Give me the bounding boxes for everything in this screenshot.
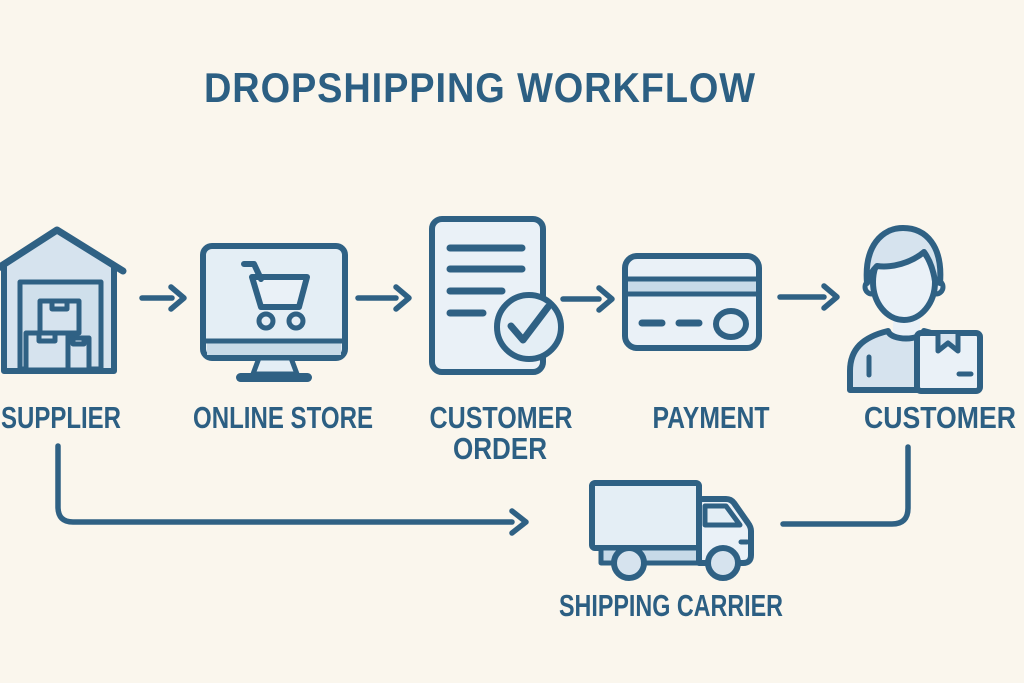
credit-card-icon xyxy=(622,253,762,351)
payment-label: PAYMENT xyxy=(653,400,770,435)
document-checkmark-icon xyxy=(429,216,564,375)
delivery-truck-icon xyxy=(589,480,754,581)
shipping-carrier-node: SHIPPING CARRIER xyxy=(559,480,783,623)
supplier-node: SUPPLIER xyxy=(0,226,127,435)
box-tape xyxy=(70,335,87,347)
box-tape xyxy=(49,298,70,312)
payment-node: PAYMENT xyxy=(622,253,770,435)
monitor-stand xyxy=(250,355,300,377)
arrow-supplier-to-store xyxy=(139,284,187,312)
monitor-base xyxy=(236,373,312,382)
supplier-label: SUPPLIER xyxy=(1,400,121,435)
package-tape-flap xyxy=(935,331,961,354)
truck-wheel-front xyxy=(705,545,741,581)
warehouse-box-top xyxy=(37,298,82,336)
truck-cargo-box xyxy=(589,480,702,551)
arrow-payment-to-customer xyxy=(777,283,840,311)
cart-wheel xyxy=(256,311,276,331)
person-hair xyxy=(863,225,944,286)
page-title: DROPSHIPPING WORKFLOW xyxy=(204,64,756,111)
customer-order-label-line2: ORDER xyxy=(453,431,547,466)
credit-card-stripe-lines xyxy=(622,276,762,297)
connector-supplier-to-carrier xyxy=(55,443,529,536)
box-tape xyxy=(36,330,58,344)
customer-order-node: CUSTOMER ORDER xyxy=(429,216,573,466)
cart-basket xyxy=(249,274,310,310)
online-store-label: ONLINE STORE xyxy=(193,400,373,435)
arrow-order-to-payment xyxy=(560,285,615,313)
customer-label: CUSTOMER xyxy=(864,400,1016,435)
checkmark xyxy=(507,303,552,344)
truck-wheel-rear xyxy=(611,545,647,581)
monitor-bottom-bar xyxy=(207,342,341,355)
cart-wheel xyxy=(286,311,306,331)
warehouse-icon xyxy=(0,226,127,374)
truck-windshield xyxy=(702,503,743,528)
person-with-package-icon xyxy=(847,225,983,394)
shipping-carrier-label: SHIPPING CARRIER xyxy=(559,588,783,623)
customer-node: CUSTOMER xyxy=(847,225,1016,435)
cart-handle xyxy=(241,261,264,282)
credit-card-stripe xyxy=(628,279,756,294)
warehouse-roof xyxy=(0,226,127,275)
connector-customer-to-carrier xyxy=(780,444,911,527)
online-store-node: ONLINE STORE xyxy=(193,243,373,435)
monitor-shopping-cart-icon xyxy=(200,243,348,382)
customer-order-label-line1: CUSTOMER xyxy=(430,400,573,435)
credit-card-chip xyxy=(713,308,749,340)
arrow-store-to-order xyxy=(355,284,412,312)
